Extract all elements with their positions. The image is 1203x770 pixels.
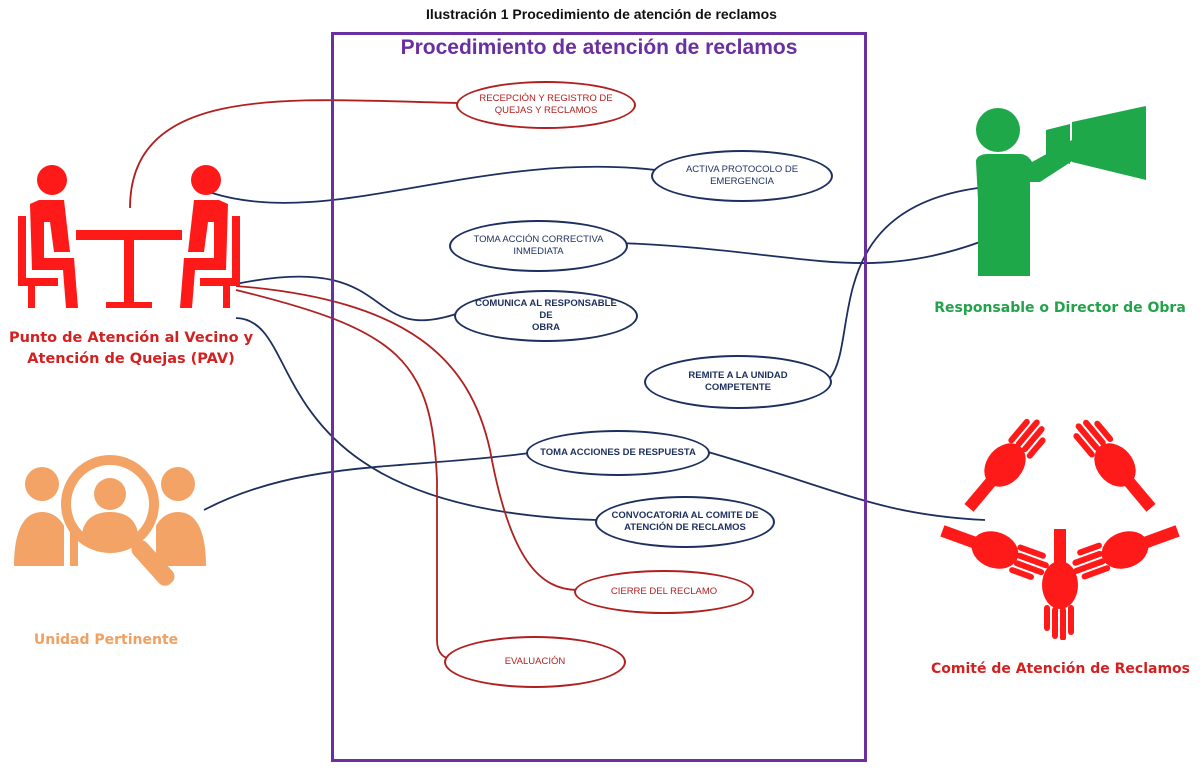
link-correctiva-director bbox=[619, 241, 981, 264]
figure-caption: Ilustración 1 Procedimiento de atención … bbox=[426, 6, 777, 22]
node-evaluacion: EVALUACIÓN bbox=[444, 636, 626, 688]
node-correctiva-line2: INMEDIATA bbox=[513, 246, 564, 257]
link-pav-cierre bbox=[235, 285, 579, 591]
link-pav-protocolo bbox=[211, 165, 657, 204]
megaphone-person-icon bbox=[976, 106, 1146, 276]
node-protocolo-line2: EMERGENCIA bbox=[710, 176, 774, 187]
meeting-people-icon bbox=[18, 165, 240, 308]
node-remite-line1: REMITE A LA UNIDAD COMPETENTE bbox=[688, 370, 788, 393]
node-cierre: CIERRE DEL RECLAMO bbox=[574, 570, 754, 614]
node-protocolo-line1: ACTIVA PROTOCOLO DE bbox=[685, 164, 799, 175]
link-pav-comunica bbox=[235, 275, 457, 322]
node-respuesta: TOMA ACCIONES DE RESPUESTA bbox=[526, 430, 710, 476]
link-pav-evaluacion bbox=[235, 289, 453, 661]
pav-label-line2: Atención de Quejas (PAV) bbox=[27, 351, 235, 367]
pav-label-line1: Punto de Atención al Vecino y bbox=[8, 330, 254, 346]
node-convocatoria-line2: ATENCIÓN DE RECLAMOS bbox=[624, 522, 746, 533]
link-remite-director bbox=[829, 187, 979, 379]
hands-circle-icon bbox=[940, 418, 1180, 640]
frame-title: Procedimiento de atención de reclamos bbox=[400, 36, 798, 59]
node-convocatoria-line1: CONVOCATORIA AL COMITE DE bbox=[611, 510, 759, 521]
comite-label: Comité de Atención de Reclamos bbox=[930, 661, 1191, 677]
node-comunica-line1: COMUNICA AL RESPONSABLE DE bbox=[475, 298, 617, 321]
node-respuesta-line1: TOMA ACCIONES DE RESPUESTA bbox=[540, 447, 696, 458]
director-label: Responsable o Director de Obra bbox=[934, 300, 1186, 316]
link-unidad-respuesta bbox=[203, 452, 531, 511]
link-pav-convocatoria bbox=[235, 317, 598, 521]
node-correctiva-line1: TOMA ACCIÓN CORRECTIVA bbox=[473, 234, 604, 245]
link-respuesta-comite bbox=[707, 451, 986, 521]
node-recepcion-line1: RECEPCIÓN Y REGISTRO DE bbox=[479, 93, 613, 104]
node-evaluacion-line1: EVALUACIÓN bbox=[504, 656, 566, 667]
link-pav-recepcion bbox=[129, 99, 461, 209]
search-people-icon bbox=[14, 455, 206, 586]
node-comunica-line2: OBRA bbox=[532, 322, 560, 333]
pav-label: Punto de Atención al Vecino y Atención d… bbox=[0, 328, 262, 370]
node-recepcion-line2: QUEJAS Y RECLAMOS bbox=[494, 105, 598, 116]
unidad-label: Unidad Pertinente bbox=[33, 632, 179, 648]
procedure-frame bbox=[331, 32, 867, 762]
node-cierre-line1: CIERRE DEL RECLAMO bbox=[610, 586, 718, 597]
node-remite: REMITE A LA UNIDAD COMPETENTE bbox=[644, 355, 832, 409]
